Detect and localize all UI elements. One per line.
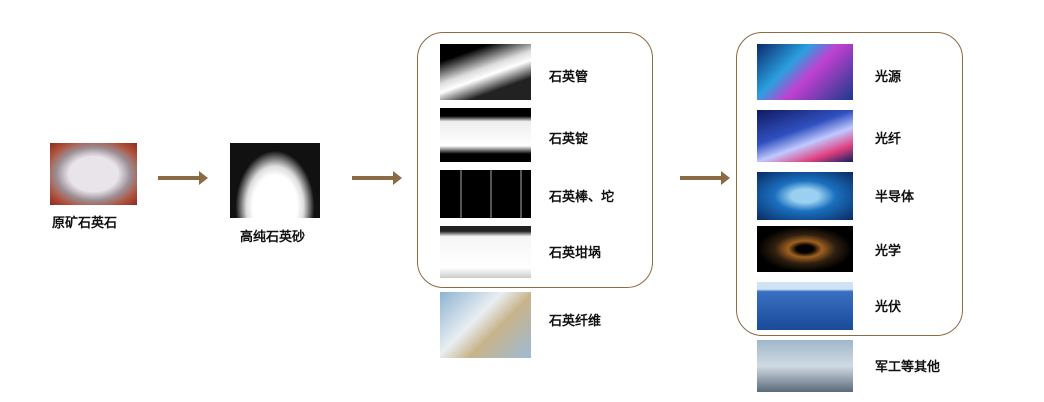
- quartz-fiber-label: 石英纤维: [549, 314, 602, 329]
- quartz-tube-image: [440, 44, 531, 100]
- application-label: 半导体: [875, 190, 915, 205]
- arrow-1: [158, 171, 208, 185]
- products-group: [417, 32, 653, 288]
- arrow-2: [352, 171, 402, 185]
- quartz-ingot-image: [440, 108, 531, 162]
- military-image: [757, 340, 853, 392]
- application-label: 光源: [875, 70, 902, 85]
- application-label: 光伏: [875, 300, 902, 315]
- photovoltaic-image: [757, 282, 853, 330]
- high-purity-sand-label: 高纯石英砂: [240, 230, 306, 245]
- product-label: 石英管: [549, 70, 589, 85]
- quartz-crucible-image: [440, 226, 531, 278]
- application-label: 光纤: [875, 132, 902, 147]
- semiconductor-image: [757, 172, 853, 220]
- other-label: 军工等其他: [875, 360, 941, 375]
- quartz-rod-image: [440, 170, 531, 218]
- product-label: 石英锭: [549, 132, 589, 147]
- arrow-3: [680, 171, 730, 185]
- high-purity-sand-image: [230, 143, 320, 218]
- quartz-fiber-image: [440, 292, 531, 358]
- raw-quartz-image: [50, 143, 137, 205]
- product-label: 石英棒、坨: [549, 190, 615, 205]
- light-source-image: [757, 44, 853, 100]
- optical-fiber-image: [757, 110, 853, 162]
- application-label: 光学: [875, 244, 902, 259]
- applications-group: [736, 32, 963, 336]
- raw-quartz-label: 原矿石英石: [52, 216, 118, 231]
- product-label: 石英坩埚: [549, 246, 602, 261]
- optics-image: [757, 226, 853, 272]
